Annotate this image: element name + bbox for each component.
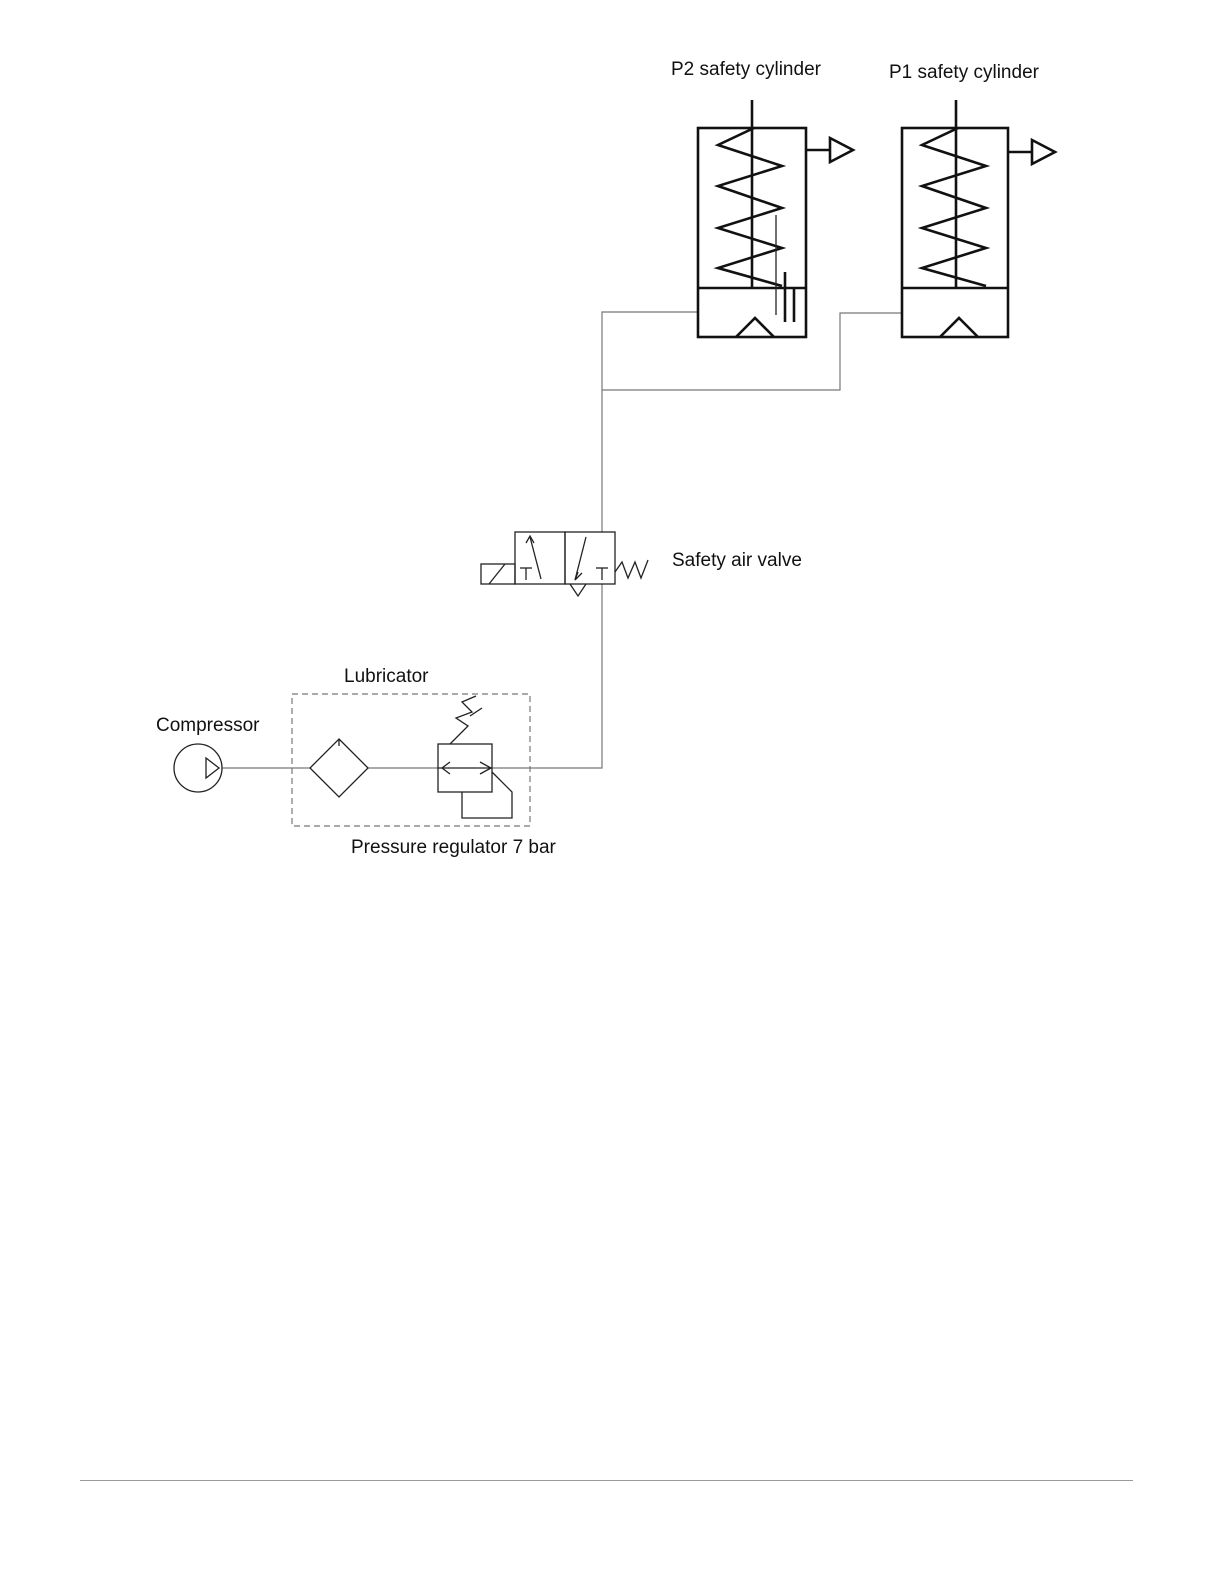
footer-divider <box>80 1480 1133 1481</box>
p1-safety-cylinder-symbol <box>902 100 1055 337</box>
air-lines <box>222 312 902 768</box>
lubricator-unit-boundary <box>292 694 530 826</box>
safety-valve-label: Safety air valve <box>672 550 802 571</box>
filter-symbol <box>310 739 368 797</box>
pressure-regulator-symbol <box>438 696 512 818</box>
compressor-label: Compressor <box>156 715 260 736</box>
compressor-symbol <box>174 744 222 792</box>
lubricator-label: Lubricator <box>344 666 429 687</box>
manifold-to-p1-line <box>602 313 902 390</box>
p2-safety-cylinder-symbol <box>698 100 853 337</box>
p1-cylinder-label: P1 safety cylinder <box>889 62 1040 83</box>
safety-air-valve-symbol <box>481 532 648 596</box>
pressure-regulator-label: Pressure regulator 7 bar <box>351 837 557 858</box>
p2-cylinder-label: P2 safety cylinder <box>671 59 822 80</box>
manifold-to-p2-line <box>602 312 697 390</box>
regulator-to-valve-line <box>492 584 602 768</box>
